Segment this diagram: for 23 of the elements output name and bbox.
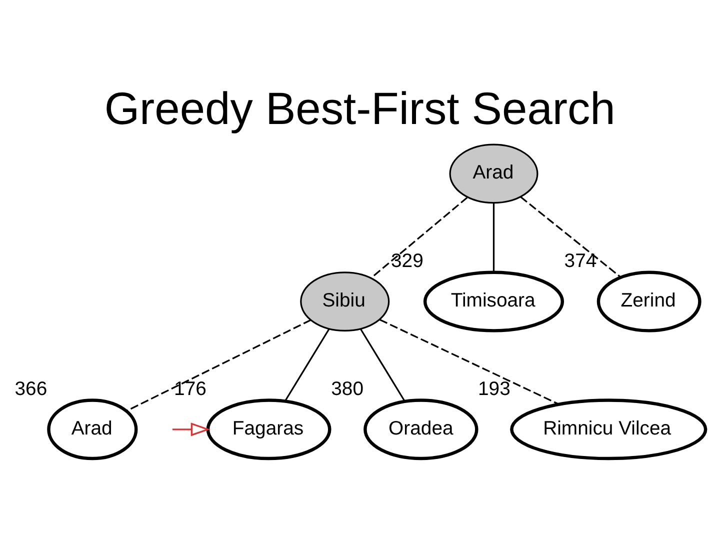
node-label: 374 [564,250,597,272]
node-ellipse: Zerind [596,270,702,332]
node-label: 193 [478,378,510,400]
connector [126,319,312,412]
node-ellipse: Arad [47,398,138,460]
connector [520,196,622,278]
node-ellipse: Timisoara [423,270,564,332]
node-ellipse: Arad [449,144,538,204]
node-label: 366 [14,378,48,400]
arrow [172,422,210,436]
connector [492,203,495,272]
connector [370,197,468,278]
diagram-title: Greedy Best-First Search [104,83,616,134]
node-label: 176 [174,378,206,400]
node-ellipse: Rimnicu Vilcea [510,398,708,460]
connector [284,328,330,402]
node-ellipse: Fagaras [206,398,332,460]
node-label: 329 [391,250,424,272]
node-ellipse: Sibiu [300,272,390,332]
node-label: 380 [331,378,364,400]
connector [360,328,406,402]
node-ellipse: Oradea [364,398,478,460]
connector [380,319,560,406]
